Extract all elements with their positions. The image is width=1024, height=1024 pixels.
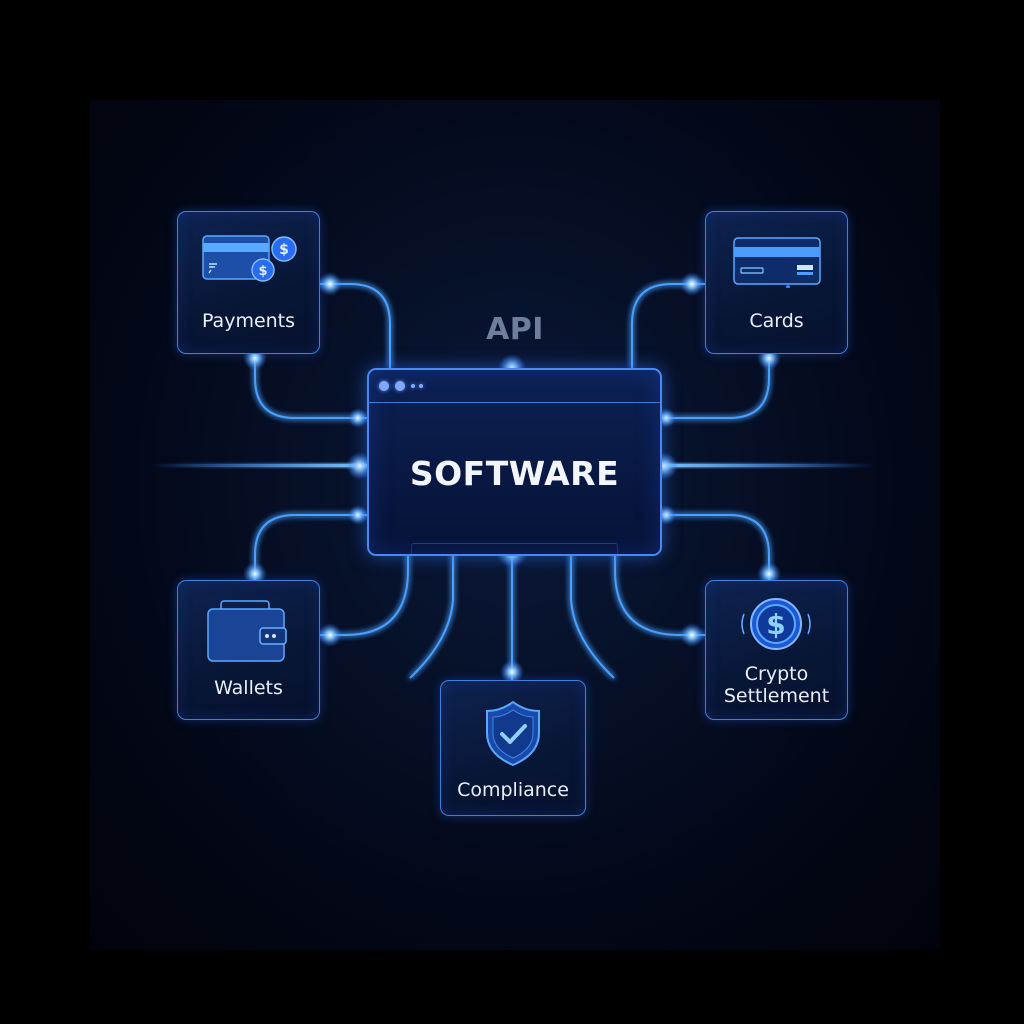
node-label: Compliance (457, 779, 569, 801)
wire-wallets-top (254, 514, 367, 580)
wire-deco-right (570, 552, 615, 679)
wire-deco-left (409, 552, 454, 679)
node-label: Cards (749, 310, 804, 332)
software-title: SOFTWARE (409, 454, 620, 493)
wire-cards-left (631, 283, 705, 368)
node-label-line1: Crypto (744, 663, 809, 685)
node-payments[interactable]: $ $ Payments (177, 211, 320, 354)
window-dot-icon (395, 381, 405, 391)
node-wallets[interactable]: Wallets (177, 580, 320, 720)
window-dot-icon (379, 381, 389, 391)
node-crypto-settlement[interactable]: $ Crypto Settlement (705, 580, 848, 720)
dollar-coin-icon: $ (741, 598, 811, 650)
node-label: Wallets (214, 677, 283, 699)
credit-card-with-coins-icon: $ $ (202, 235, 297, 282)
window-dot-icon (419, 384, 423, 388)
shield-check-icon (486, 700, 540, 767)
window-titlebar (369, 370, 660, 403)
wire-payments-bottom (254, 352, 367, 419)
wallet-icon (207, 600, 287, 662)
wire-crypto-top (658, 514, 770, 580)
wire-crypto-left (614, 552, 705, 636)
credit-card-icon (733, 237, 821, 288)
svg-text:$: $ (766, 608, 785, 641)
svg-text:$: $ (258, 264, 267, 279)
node-label: Payments (201, 310, 296, 332)
wire-wallets-right (318, 552, 409, 636)
window-dot-icon (411, 384, 415, 388)
node-label-line2: Settlement (723, 685, 830, 707)
wire-group (254, 283, 770, 680)
svg-text:$: $ (279, 242, 289, 258)
software-window[interactable]: SOFTWARE (367, 368, 662, 556)
api-caption: API (486, 312, 544, 347)
node-cards[interactable]: Cards (705, 211, 848, 354)
window-footer (411, 543, 618, 554)
node-compliance[interactable]: Compliance (440, 680, 586, 816)
wire-payments-top (318, 283, 391, 368)
wire-cards-bottom (658, 352, 770, 419)
